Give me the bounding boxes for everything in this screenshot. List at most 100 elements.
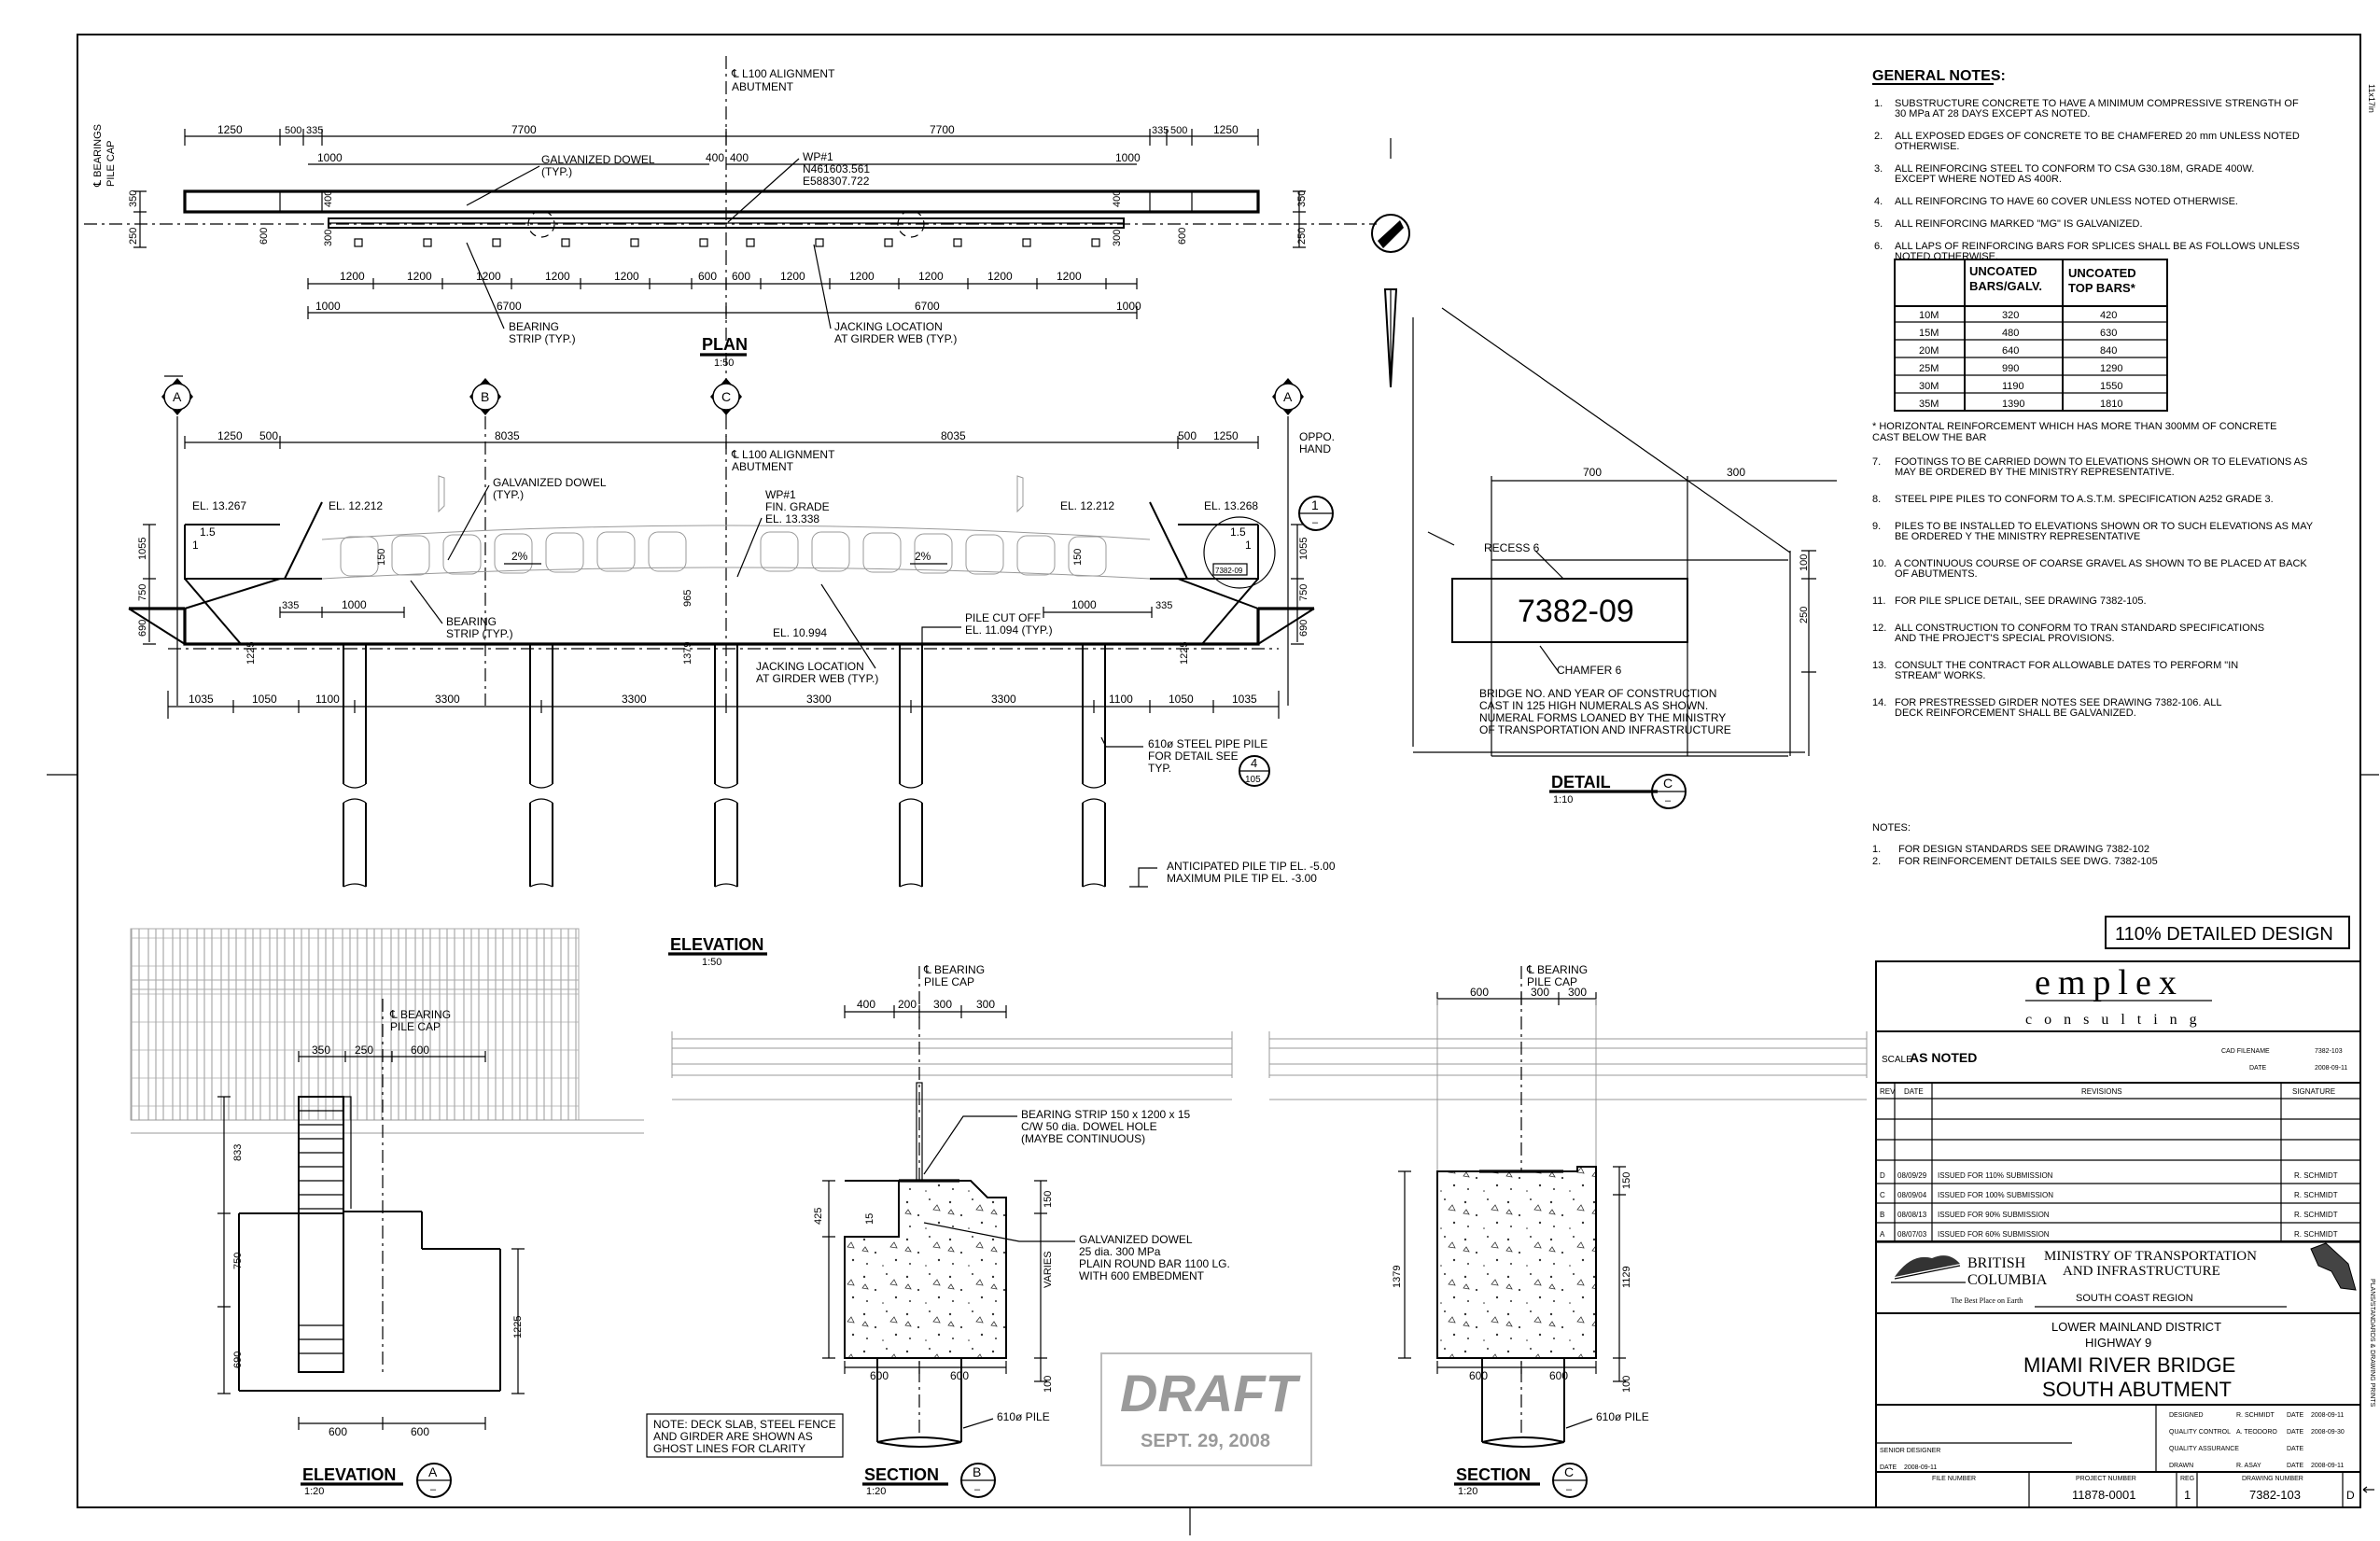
table-cell: 640 (2002, 345, 2019, 357)
svg-text:600: 600 (411, 1425, 429, 1438)
signoff-date: 2008-09-11 (2311, 1412, 2344, 1419)
svg-text:B: B (973, 1464, 981, 1479)
svg-text:300: 300 (1531, 986, 1549, 999)
svg-text:LOWER MAINLAND DISTRICT: LOWER MAINLAND DISTRICT (2051, 1320, 2221, 1334)
note-number: 3. (1874, 163, 1883, 175)
svg-text:1: 1 (192, 539, 199, 552)
svg-text:3300: 3300 (806, 693, 832, 706)
signoff-role: QUALITY CONTROL (2169, 1429, 2231, 1436)
svg-text:PLANS/STANDARDS & DRAWING PRIN: PLANS/STANDARDS & DRAWING PRINTS (2369, 1279, 2375, 1408)
note-text: AND THE PROJECT'S SPECIAL PROVISIONS. (1895, 633, 2115, 644)
svg-text:C: C (1564, 1464, 1574, 1479)
svg-text:300: 300 (976, 998, 995, 1011)
svg-text:SIGNATURE: SIGNATURE (2292, 1087, 2335, 1096)
project-title: MIAMI RIVER BRIDGE (2023, 1353, 2235, 1377)
svg-text:105: 105 (1245, 775, 1261, 785)
note-text: FOR PILE SPLICE DETAIL, SEE DRAWING 7382… (1895, 595, 2147, 607)
svg-text:EL. 11.094 (TYP.): EL. 11.094 (TYP.) (965, 623, 1053, 637)
svg-text:1035: 1035 (1232, 693, 1257, 706)
note-number: 7. (1872, 456, 1881, 468)
svg-text:350: 350 (1296, 190, 1308, 207)
svg-text:UNCOATED: UNCOATED (2068, 266, 2136, 280)
revision-cell: ISSUED FOR 60% SUBMISSION (1938, 1230, 2050, 1239)
svg-text:3300: 3300 (622, 693, 647, 706)
svg-text:℄ BEARINGS: ℄ BEARINGS (92, 124, 104, 188)
svg-text:600: 600 (950, 1369, 969, 1382)
svg-text:1250: 1250 (1213, 429, 1239, 442)
detail-title: DETAIL (1551, 773, 1611, 792)
elevation-a-view: ℄ BEARING PILE CAP 350 250 600 833 750 6… (130, 928, 644, 1498)
svg-text:100: 100 (1621, 1376, 1632, 1393)
svg-text:PILE CAP: PILE CAP (105, 140, 117, 187)
revision-cell: A (1880, 1230, 1885, 1239)
note-number: 6. (1874, 241, 1883, 252)
sheet-border (77, 34, 2361, 1508)
svg-text:6700: 6700 (915, 300, 940, 313)
general-notes: GENERAL NOTES: 1.SUBSTRUCTURE CONCRETE T… (1872, 68, 2314, 867)
grid-marker-c: C (710, 378, 742, 706)
svg-text:690: 690 (137, 620, 148, 637)
svg-text:N461603.561: N461603.561 (803, 162, 870, 175)
svg-text:GHOST LINES FOR CLARITY: GHOST LINES FOR CLARITY (653, 1442, 805, 1455)
svg-text:PILE CAP: PILE CAP (390, 1020, 441, 1033)
svg-text:350: 350 (128, 190, 139, 207)
el-right-girder: EL. 12.212 (1060, 499, 1114, 512)
signoff-date-label: DATE (2287, 1412, 2303, 1419)
signoff-date-label: DATE (2287, 1429, 2303, 1436)
svg-text:AND INFRASTRUCTURE: AND INFRASTRUCTURE (2063, 1264, 2220, 1279)
note-text: MAY BE ORDERED BY THE MINISTRY REPRESENT… (1895, 467, 2175, 478)
table-cell: 30M (1919, 381, 1939, 392)
revision-cell: R. SCHMIDT (2294, 1211, 2338, 1219)
svg-text:1000: 1000 (1116, 300, 1141, 313)
lap-splice-table: UNCOATED BARS/GALV. UNCOATED TOP BARS* 1… (1894, 259, 2168, 412)
note-text: NOTED OTHERWISE. (1895, 251, 1998, 262)
svg-text:1200: 1200 (849, 270, 875, 283)
svg-text:BEARING: BEARING (509, 320, 559, 333)
note-text: OF ABUTMENTS. (1895, 568, 1978, 580)
note-text: STEEL PIPE PILES TO CONFORM TO A.S.T.M. … (1895, 494, 2274, 505)
svg-text:REVISIONS: REVISIONS (2081, 1087, 2122, 1096)
svg-text:300: 300 (933, 998, 952, 1011)
table-cell: 840 (2100, 345, 2117, 357)
note-text: PILES TO BE INSTALLED TO ELEVATIONS SHOW… (1895, 521, 2314, 532)
note-text: ALL CONSTRUCTION TO CONFORM TO TRAN STAN… (1895, 623, 2264, 634)
plan-bearing-markers (354, 238, 1100, 247)
table-cell: 630 (2100, 328, 2117, 339)
svg-text:965: 965 (682, 590, 693, 607)
steel-pipe-piles (343, 644, 1106, 888)
table-cell: 35M (1919, 399, 1939, 410)
el-left-girder: EL. 12.212 (329, 499, 383, 512)
north-arrow-icon (1371, 138, 1410, 388)
revision-cell: 08/08/13 (1897, 1211, 1927, 1219)
svg-text:1250: 1250 (217, 429, 243, 442)
svg-text:150: 150 (376, 549, 387, 566)
note-text: ALL LAPS OF REINFORCING BARS FOR SPLICES… (1895, 241, 2300, 252)
svg-text:425: 425 (813, 1208, 824, 1225)
svg-text:WITH 600 EMBEDMENT: WITH 600 EMBEDMENT (1079, 1269, 1205, 1282)
svg-text:PILE CAP: PILE CAP (1527, 975, 1577, 988)
svg-text:AND GIRDER ARE SHOWN AS: AND GIRDER ARE SHOWN AS (653, 1430, 813, 1443)
signoff-date-label: DATE (2287, 1463, 2303, 1469)
svg-text:1200: 1200 (407, 270, 432, 283)
note-text: A CONTINUOUS COURSE OF COARSE GRAVEL AS … (1895, 558, 2307, 569)
svg-text:600: 600 (1470, 986, 1489, 999)
svg-text:AT GIRDER WEB (TYP.): AT GIRDER WEB (TYP.) (756, 672, 878, 685)
svg-text:335: 335 (282, 600, 299, 611)
svg-text:2008-09-11: 2008-09-11 (1904, 1464, 1937, 1471)
firm-logo: emplex (2035, 963, 2184, 1002)
section-c-marker: C – (1552, 1463, 1588, 1498)
svg-text:JACKING LOCATION: JACKING LOCATION (756, 660, 864, 673)
svg-text:OF TRANSPORTATION AND INFRASTR: OF TRANSPORTATION AND INFRASTRUCTURE (1479, 723, 1731, 736)
svg-text:600: 600 (732, 270, 750, 283)
svg-text:250: 250 (128, 228, 139, 245)
svg-text:200: 200 (898, 998, 917, 1011)
note-number: 14. (1872, 697, 1886, 708)
note-text: SUBSTRUCTURE CONCRETE TO HAVE A MINIMUM … (1895, 98, 2299, 109)
plan-title: PLAN (702, 335, 748, 354)
svg-text:150: 150 (1621, 1172, 1632, 1189)
svg-text:1.5: 1.5 (1230, 525, 1246, 539)
note-text: CONSULT THE CONTRACT FOR ALLOWABLE DATES… (1895, 660, 2238, 671)
svg-text:1: 1 (1311, 497, 1319, 512)
revision-cell: C (1880, 1191, 1885, 1199)
svg-text:100: 100 (1799, 554, 1810, 571)
